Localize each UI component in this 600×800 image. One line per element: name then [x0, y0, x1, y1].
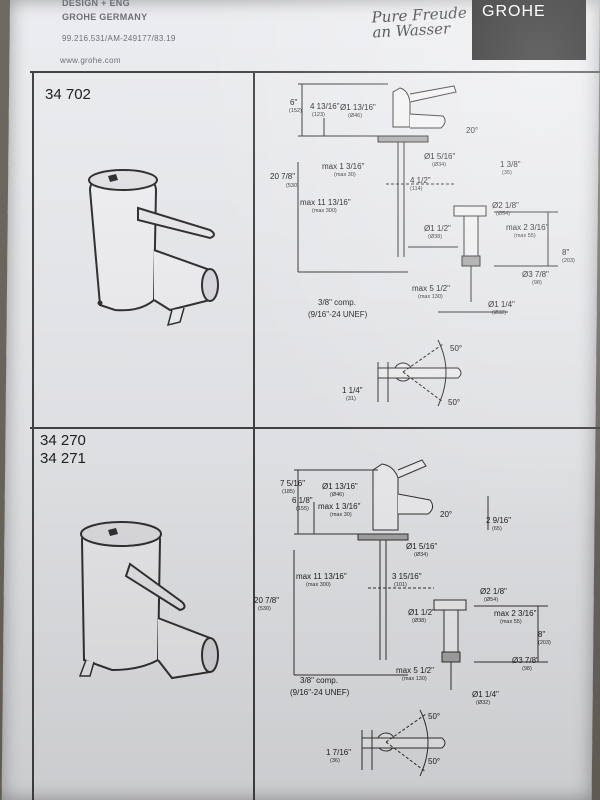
dim-d-drain: Ø2 1/8" — [480, 587, 507, 596]
table-left-border — [32, 71, 34, 800]
dim-d-pipe-mm: (Ø32) — [492, 310, 507, 316]
dim-d-tail: Ø3 7/8" — [522, 270, 549, 279]
company-name: GROHE GERMANY — [62, 12, 148, 22]
dim-d-drain-mm: (Ø54) — [484, 597, 499, 603]
dim-d-pipe: Ø1 1/4" — [472, 690, 499, 699]
dim-thread: (9/16"-24 UNEF) — [308, 310, 368, 319]
dim-d-tail: Ø3 7/8" — [512, 656, 539, 665]
dim-reach: 3 15/16" — [392, 572, 422, 581]
dim-max-below-mm: (max 300) — [306, 582, 331, 588]
dim-h-drain-mm: (203) — [562, 258, 575, 264]
dim-d-base: Ø1 5/16" — [406, 542, 438, 551]
dim-h-4-mm: (123) — [312, 112, 325, 118]
dim-max-rod: max 5 1/2" — [412, 284, 450, 293]
dim-d-handle-mm: (Ø46) — [330, 492, 345, 498]
dim-h-top-mm: (185) — [282, 489, 295, 495]
dim-max-thick: max 1 3/16" — [318, 502, 361, 511]
brand-name: GROHE — [482, 3, 546, 20]
section-divider — [30, 427, 600, 429]
dim-total-mm: (530) — [258, 606, 271, 612]
dim-offset-mm: (36) — [330, 758, 340, 764]
dim-angle: 20° — [466, 126, 479, 135]
dim-d-pipe: Ø1 1/4" — [488, 300, 515, 309]
dim-d-handle: Ø1 13/16" — [340, 103, 376, 112]
dim-h-drain: 8" — [538, 630, 546, 639]
dim-offset: 1 7/16" — [326, 748, 352, 757]
dim-d-base-mm: (Ø34) — [432, 162, 447, 168]
dim-max-rod: max 5 1/2" — [396, 666, 434, 675]
dim-rot-a: 50° — [428, 712, 441, 721]
design-line: DESIGN + ENG — [62, 0, 130, 8]
dim-offset-mm: (31) — [346, 396, 356, 402]
dim-max-thick-mm: (max 30) — [330, 512, 352, 518]
dim-max-plug: max 2 3/16" — [494, 609, 537, 618]
dim-offset: 1 1/4" — [342, 386, 363, 395]
column-divider-top — [253, 71, 255, 427]
dim-max-plug: max 2 3/16" — [506, 223, 549, 232]
dim-max-thick: max 1 3/16" — [322, 162, 365, 171]
dim-rot-a: 50° — [450, 344, 463, 353]
dim-max-rod-mm: (max 130) — [402, 676, 427, 682]
dim-h-top-mm: (152) — [289, 108, 302, 114]
dim-comp: 3/8" comp. — [300, 676, 338, 685]
technical-drawing-34702 — [297, 83, 558, 407]
dim-d-base-mm: (Ø34) — [414, 552, 429, 558]
dim-d-plug-mm: (Ø38) — [428, 234, 443, 240]
dim-h-drain: 8" — [562, 248, 570, 257]
dim-max-below-mm: (max 300) — [312, 208, 337, 214]
tagline: Pure Freude an Wasser — [371, 4, 468, 42]
dim-max-below: max 11 13/16" — [300, 198, 351, 207]
dim-max-rod-mm: (max 130) — [418, 294, 443, 300]
model-number: 34 271 — [40, 450, 86, 467]
website: www.grohe.com — [60, 56, 121, 65]
dim-max-thick-mm: (max 30) — [334, 172, 356, 178]
dim-rot-b: 50° — [448, 398, 461, 407]
dim-d-pipe-mm: (Ø32) — [476, 700, 491, 706]
dim-angle: 20° — [440, 510, 453, 519]
dim-reach-mm: (114) — [410, 186, 423, 192]
dim-d-handle: Ø1 13/16" — [322, 482, 358, 491]
dim-d-plug: Ø1 1/2" — [424, 224, 451, 233]
dim-d-tail-mm: (98) — [522, 666, 532, 672]
document-number: 99.216.531/AM-249177/83.19 — [62, 34, 176, 43]
dim-d-plug-mm: (Ø38) — [412, 618, 427, 624]
dim-h-top: 6" — [290, 98, 298, 107]
model-number: 34 270 — [40, 432, 86, 449]
dim-d-drain-mm: (Ø54) — [496, 211, 511, 217]
dim-d-plug: Ø1 1/2" — [408, 608, 435, 617]
technical-drawing-34270 — [293, 459, 548, 777]
dim-max-plug-mm: (max 55) — [500, 619, 522, 625]
table-top-border — [30, 71, 600, 73]
dim-h-4-mm: (155) — [296, 506, 309, 512]
dim-rot-b: 50° — [428, 757, 441, 766]
dim-d-handle-mm: (Ø46) — [348, 113, 363, 119]
dim-max-plug-mm: (max 55) — [514, 233, 536, 239]
model-number: 34 702 — [45, 86, 91, 103]
dim-thread: (9/16"-24 UNEF) — [290, 688, 350, 697]
dim-total: 20 7/8" — [270, 172, 296, 181]
dim-d-drain: Ø2 1/8" — [492, 201, 519, 210]
dim-d-tail-mm: (98) — [532, 280, 542, 286]
dim-max-below: max 11 13/16" — [296, 572, 347, 581]
dim-drop: 2 9/16" — [486, 516, 512, 525]
dim-total: 20 7/8" — [254, 596, 280, 605]
dim-h-drain-mm: (203) — [538, 640, 551, 646]
dim-h-4: 6 1/8" — [292, 496, 313, 505]
grohe-logo: GROHE — [472, 0, 586, 60]
dim-drop-mm: (65) — [492, 526, 502, 532]
dim-h-top: 7 5/16" — [280, 479, 306, 488]
dim-h-4: 4 13/16" — [310, 102, 340, 111]
dim-comp: 3/8" comp. — [318, 298, 356, 307]
dim-drop-mm: (35) — [502, 170, 512, 176]
faucet-illustration-34270 — [78, 521, 219, 680]
dim-drop: 1 3/8" — [500, 160, 521, 169]
dim-total-mm: (530) — [286, 183, 299, 189]
faucet-illustration-34702 — [88, 169, 219, 327]
column-divider-bottom — [253, 427, 255, 800]
dim-reach-mm: (101) — [394, 582, 407, 588]
dim-d-base: Ø1 5/16" — [424, 152, 456, 161]
dim-reach: 4 1/2" — [410, 176, 431, 185]
